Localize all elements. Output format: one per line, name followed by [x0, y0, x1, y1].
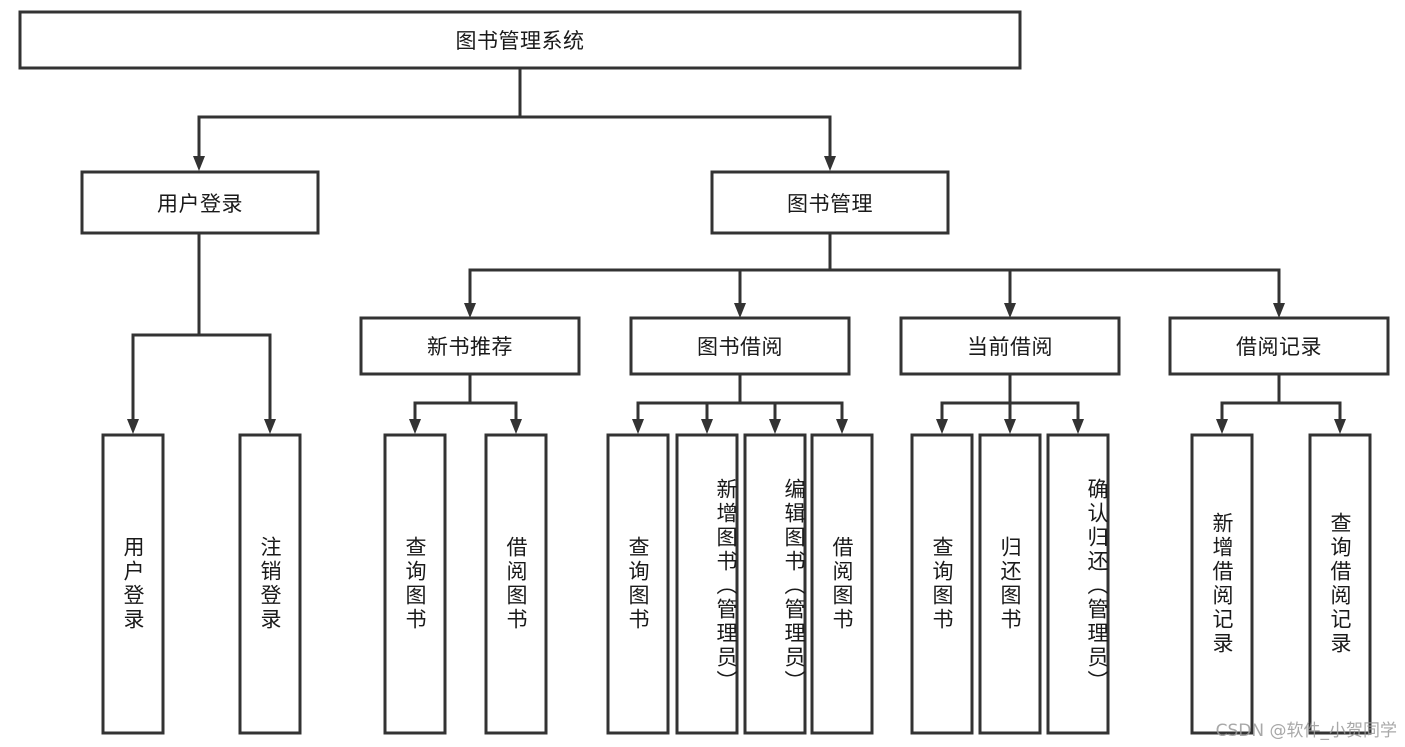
node-box-leaf-borrow-book-1[interactable] [484, 433, 548, 735]
node-box-leaf-user-logout[interactable] [238, 433, 302, 735]
node-box-book-manage[interactable] [710, 170, 950, 235]
connector-bookborrow-to-leaves [632, 372, 848, 434]
node-box-leaf-add-book[interactable] [675, 433, 739, 735]
node-box-leaf-query-book-2[interactable] [606, 433, 670, 735]
node-box-leaf-query-book-1[interactable] [383, 433, 447, 735]
connector-newbook-to-leaves [409, 372, 522, 434]
node-box-leaf-add-record[interactable] [1190, 433, 1254, 735]
node-box-leaf-confirm-return[interactable] [1046, 433, 1110, 735]
node-box-leaf-edit-book[interactable] [743, 433, 807, 735]
node-box-leaf-user-login[interactable] [101, 433, 165, 735]
node-box-current-borrow[interactable] [899, 316, 1121, 376]
node-box-leaf-borrow-book-2[interactable] [810, 433, 874, 735]
node-box-borrow-record[interactable] [1168, 316, 1390, 376]
node-box-root[interactable] [18, 10, 1022, 70]
node-box-leaf-query-book-3[interactable] [910, 433, 974, 735]
node-box-book-borrow[interactable] [629, 316, 851, 376]
node-box-user-login[interactable] [80, 170, 320, 235]
node-box-leaf-return-book[interactable] [978, 433, 1042, 735]
watermark-text: CSDN @软件_小贺同学 [1215, 721, 1397, 741]
connector-currentborrow-to-leaves [936, 372, 1084, 434]
connector-borrowrecord-to-leaves [1216, 372, 1346, 434]
node-box-new-book-recommend[interactable] [359, 316, 581, 376]
connector-bookmanage-to-level2 [464, 231, 1285, 318]
connector-root-to-level1 [193, 66, 836, 171]
node-box-leaf-query-record[interactable] [1308, 433, 1372, 735]
connector-userlogin-to-leaves [127, 231, 276, 434]
